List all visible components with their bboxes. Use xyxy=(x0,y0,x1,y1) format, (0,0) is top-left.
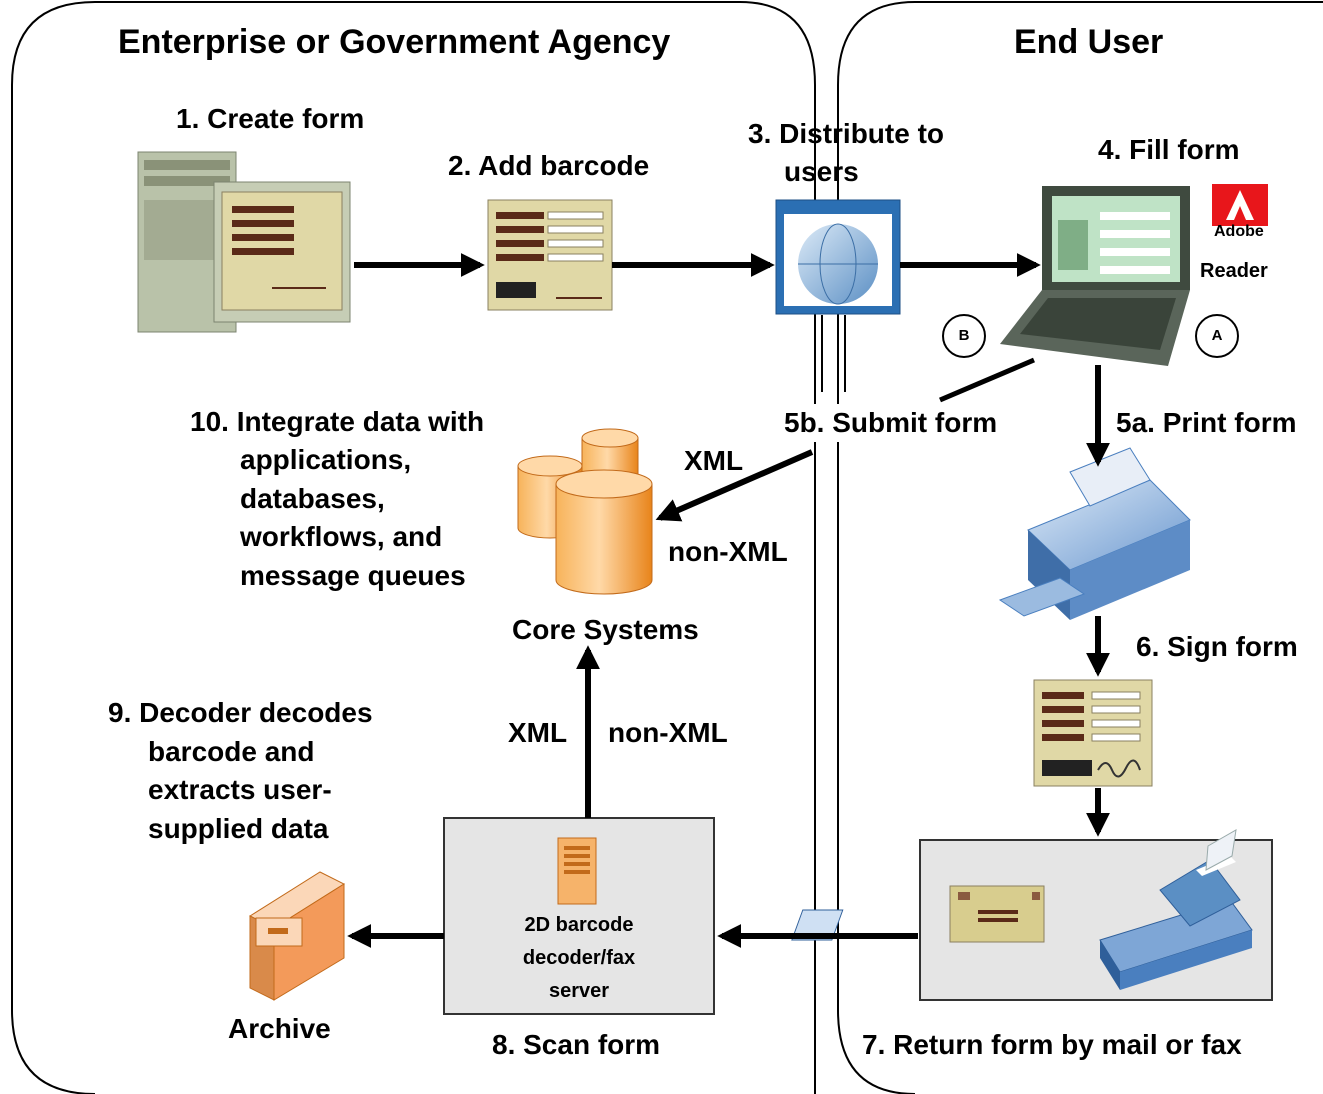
step-3-label-line2: users xyxy=(784,156,859,187)
enterprise-panel xyxy=(11,1,816,1094)
envelope-icon xyxy=(949,885,1045,943)
step-3-label-line1: 3. Distribute to xyxy=(748,118,945,149)
barcode-form-icon xyxy=(487,199,613,311)
arrow-submit-to-core xyxy=(655,449,814,522)
adobe-logo-icon xyxy=(1212,184,1268,226)
step-5b-label: 5b. Submit form xyxy=(784,404,1002,442)
step-5a-label: 5a. Print form xyxy=(1116,407,1297,438)
step-10-line3: databases, xyxy=(240,483,385,514)
step-9-line3: extracts user- xyxy=(148,774,332,805)
adobe-wordmark: Adobe xyxy=(1214,223,1264,240)
filing-cabinet-icon xyxy=(248,871,346,1001)
server-computer-icon xyxy=(137,151,351,333)
step-4-label: 4. Fill form xyxy=(1098,134,1240,165)
printer-icon xyxy=(998,447,1191,620)
step-2-label: 2. Add barcode xyxy=(448,150,650,181)
xml-submit-label: XML xyxy=(684,445,744,476)
signed-form-icon xyxy=(1033,679,1153,787)
non-xml-decoder-label: non-XML xyxy=(608,717,728,748)
www-globe-icon xyxy=(775,199,901,315)
end-user-panel-title: End User xyxy=(1014,23,1164,61)
xml-decoder-label: XML xyxy=(508,717,568,748)
step-6-label: 6. Sign form xyxy=(1136,631,1298,662)
decoder-line3: server xyxy=(548,980,610,1002)
step-10-line1: 10. Integrate data with xyxy=(190,406,485,437)
step-8-label: 8. Scan form xyxy=(492,1029,661,1060)
marker-a: A xyxy=(1195,314,1239,358)
decoder-line1: 2D barcode xyxy=(524,914,634,936)
step-10-line2: applications, xyxy=(240,444,412,475)
step-7-label: 7. Return form by mail or fax xyxy=(862,1029,1242,1060)
step-9-line1: 9. Decoder decodes xyxy=(108,697,373,728)
step-9-line4: supplied data xyxy=(148,813,329,844)
step-9-line2: barcode and xyxy=(148,736,315,767)
step-10-line4: workflows, and xyxy=(240,521,443,552)
non-xml-submit-label: non-XML xyxy=(668,536,788,567)
archive-label: Archive xyxy=(228,1013,331,1044)
decoder-line2: decoder/fax xyxy=(522,947,636,969)
fax-machine-icon xyxy=(791,829,1253,990)
core-systems-label: Core Systems xyxy=(512,614,699,645)
enterprise-panel-title: Enterprise or Government Agency xyxy=(118,23,671,61)
line-laptop-to-submit xyxy=(939,357,1035,403)
marker-b: B xyxy=(942,314,986,358)
adobe-reader-label: Reader xyxy=(1200,260,1268,282)
step-10-line5: message queues xyxy=(240,560,466,591)
end-user-panel xyxy=(837,1,1323,1094)
decoder-server-icon xyxy=(557,837,597,905)
laptop-icon xyxy=(1000,186,1190,366)
step-1-label: 1. Create form xyxy=(176,103,365,134)
database-cylinders-icon xyxy=(517,428,653,595)
